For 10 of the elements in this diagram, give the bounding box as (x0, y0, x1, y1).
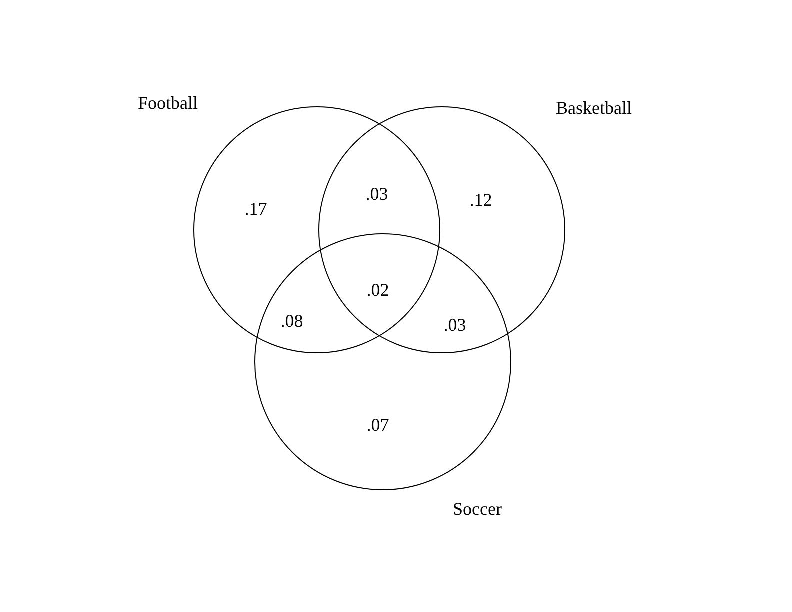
region-value: .02 (366, 280, 390, 300)
region-value: .12 (468, 190, 494, 210)
set-label: Basketball (556, 98, 632, 118)
region-value: .07 (366, 415, 390, 435)
region-value: .03 (364, 184, 390, 204)
set-label: Football (138, 93, 198, 113)
region-value: .17 (244, 199, 268, 219)
region-value: .03 (442, 315, 468, 335)
region-value: .08 (280, 311, 304, 331)
set-label: Soccer (453, 499, 502, 519)
